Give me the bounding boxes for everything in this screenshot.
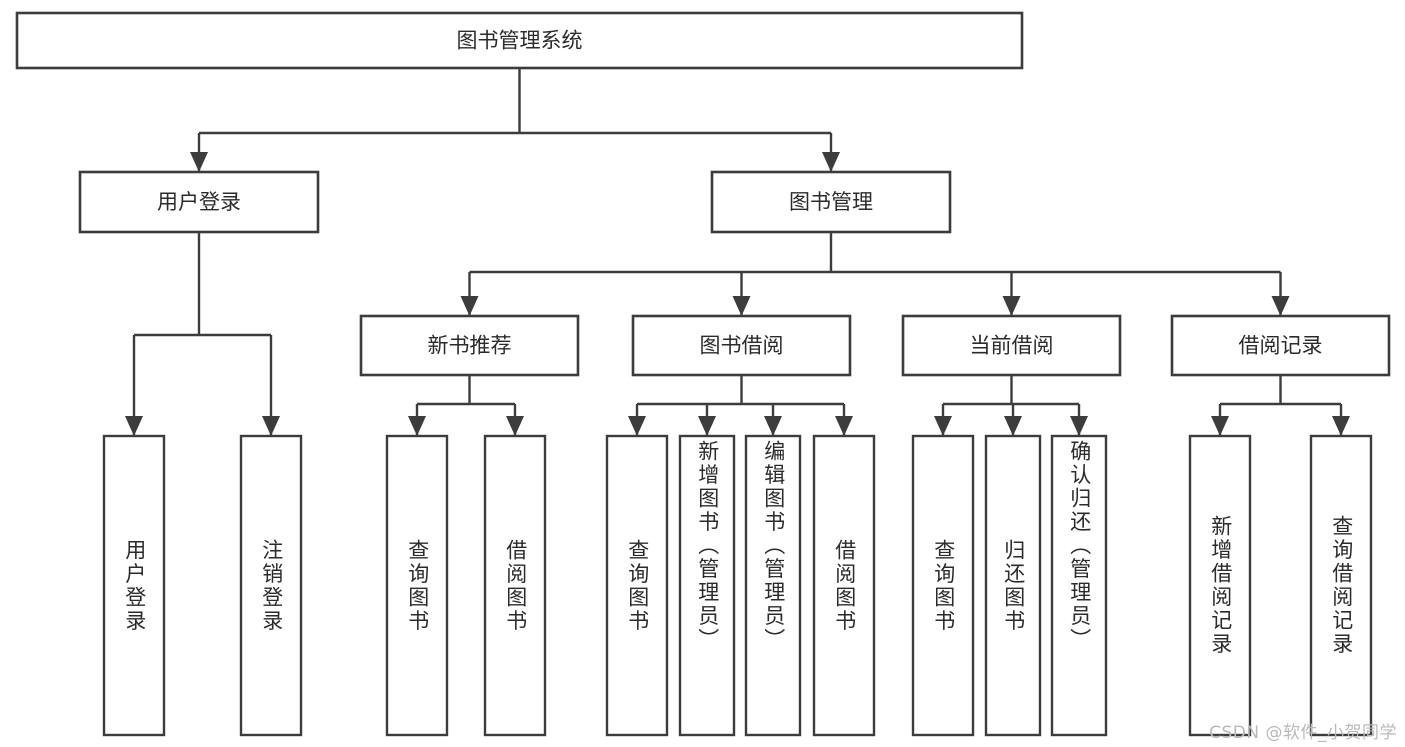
arrow-head-icon <box>460 296 479 316</box>
node-box-leaf-borrow-book <box>812 434 876 737</box>
node-box-leaf-add-borrow-record <box>1188 434 1252 737</box>
node-box-book-borrow <box>631 314 852 377</box>
watermark-text: CSDN @软件_小贺同学 <box>1209 723 1397 743</box>
node-box-leaf-query-book-recommend <box>385 434 449 737</box>
node-box-leaf-query-borrow-record <box>1309 434 1373 737</box>
node-label-user-login: 用户登录 <box>157 190 241 214</box>
node-label-book-manage: 图书管理 <box>789 190 873 214</box>
node-box-leaf-user-login <box>102 434 166 737</box>
node-box-root <box>15 11 1024 70</box>
node-label-new-book-recommend: 新书推荐 <box>428 334 512 358</box>
node-box-leaf-logout <box>239 434 303 737</box>
node-label-borrow-record: 借阅记录 <box>1239 334 1323 358</box>
arrow-head-icon <box>764 416 782 436</box>
arrow-head-icon <box>262 416 280 436</box>
node-box-leaf-query-book-borrow <box>605 434 669 737</box>
node-box-leaf-add-book <box>678 434 736 737</box>
node-box-leaf-query-book-current <box>911 434 975 737</box>
node-box-leaf-borrow-book-recommend <box>483 434 547 737</box>
arrow-head-icon <box>1332 416 1350 436</box>
node-box-book-manage <box>710 170 952 234</box>
arrow-head-icon <box>822 152 840 172</box>
node-box-layer <box>15 11 1391 737</box>
arrow-head-icon <box>1002 296 1021 316</box>
node-box-borrow-record <box>1170 314 1391 377</box>
node-label-book-borrow: 图书借阅 <box>700 334 784 358</box>
node-box-leaf-edit-book <box>744 434 802 737</box>
arrow-head-icon <box>628 416 646 436</box>
arrow-head-icon <box>506 416 524 436</box>
arrow-head-icon <box>125 416 143 436</box>
node-label-current-borrow: 当前借阅 <box>970 334 1054 358</box>
arrow-head-icon <box>190 152 208 172</box>
arrow-head-icon <box>934 416 952 436</box>
node-box-leaf-confirm-return <box>1050 434 1108 737</box>
node-box-leaf-return-book <box>984 434 1042 737</box>
arrow-head-icon <box>1211 416 1229 436</box>
arrow-head-icon <box>408 416 426 436</box>
arrow-head-icon <box>1271 296 1290 316</box>
arrow-head-icon <box>732 296 751 316</box>
node-box-new-book-recommend <box>359 314 580 377</box>
node-box-current-borrow <box>901 314 1122 377</box>
node-label-root: 图书管理系统 <box>457 29 583 53</box>
arrow-head-icon <box>698 416 716 436</box>
arrow-head-icon <box>1070 416 1088 436</box>
connector-layer <box>125 68 1350 436</box>
node-box-user-login <box>78 170 320 234</box>
arrow-head-icon <box>1004 416 1022 436</box>
arrow-head-icon <box>835 416 853 436</box>
